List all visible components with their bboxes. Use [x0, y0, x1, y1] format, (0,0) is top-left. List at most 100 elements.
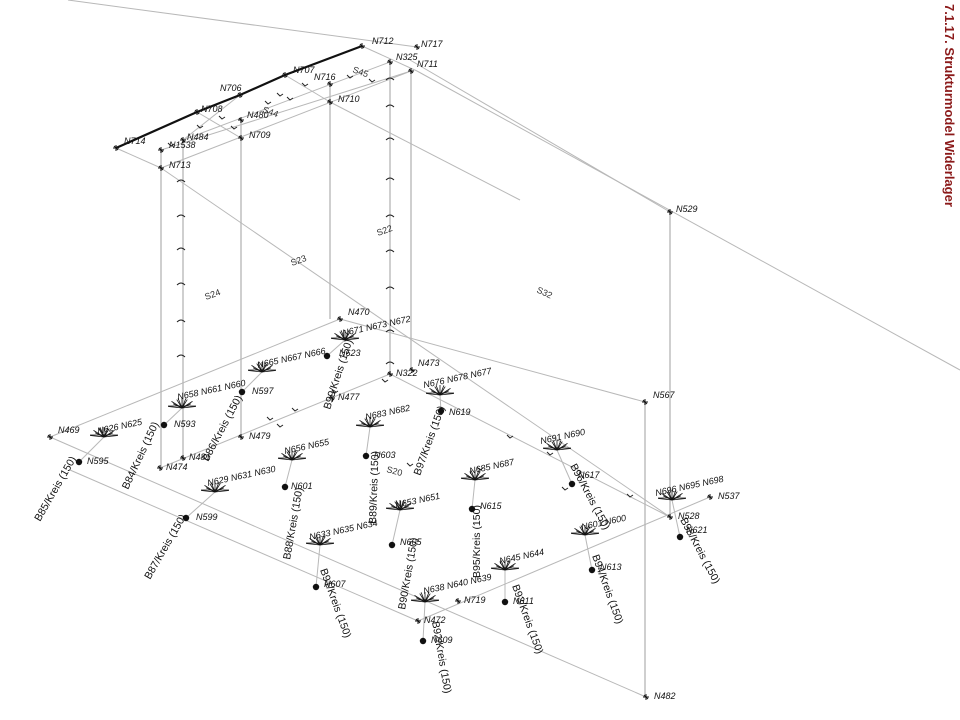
surface-label: S23: [289, 253, 307, 268]
wireframe-lines: [49, 0, 960, 698]
node-marker: [414, 44, 420, 50]
node-label: N719: [464, 595, 486, 605]
cluster-stroke: [339, 331, 346, 341]
pile-shaft-line: [471, 479, 476, 510]
pile-head-cluster: [278, 450, 306, 461]
cluster-stroke: [579, 526, 586, 536]
cluster-label: N653 N651: [394, 491, 441, 510]
node-label: N605: [400, 537, 423, 547]
frame-line: [339, 318, 646, 403]
cluster-stroke: [424, 595, 436, 603]
cluster-stroke: [209, 483, 216, 493]
node-tick: [158, 165, 164, 171]
cluster-stroke: [411, 600, 426, 603]
node-label: N473: [418, 358, 440, 368]
cluster-stroke: [474, 473, 486, 481]
check-tick-icon: [167, 142, 175, 147]
frame-line: [284, 74, 331, 103]
pile-label: B97/Kreis (150): [412, 404, 448, 477]
node-tick: [47, 434, 53, 440]
pile-shaft-line: [315, 544, 321, 588]
cluster-stroke: [419, 593, 426, 603]
node-tick: [329, 395, 335, 401]
node-label: N615: [480, 501, 503, 511]
cluster-stroke: [261, 365, 273, 373]
node-tick: [359, 43, 365, 49]
support-arc-icon: [385, 361, 395, 365]
cluster-stroke: [461, 478, 476, 481]
node-label: N609: [431, 635, 453, 645]
cluster-stroke: [556, 448, 571, 451]
node-tick: [282, 72, 288, 78]
node-label: N484: [187, 132, 209, 142]
node-label: N710: [338, 94, 360, 104]
cluster-stroke: [103, 435, 118, 438]
node-tick: [667, 514, 673, 520]
cluster-stroke: [201, 490, 216, 493]
support-arc-icon: [176, 319, 186, 323]
node-marker: [337, 316, 343, 322]
pile-shaft-line: [422, 601, 426, 642]
cluster-stroke: [291, 458, 306, 461]
cluster-label: N626 N625: [96, 417, 144, 436]
support-arc-icon: [385, 104, 395, 108]
node-tick: [363, 453, 369, 459]
node-label: N621: [686, 525, 708, 535]
node-marker: [420, 638, 426, 644]
frame-line: [160, 70, 412, 169]
pile-head-clusters: [90, 330, 686, 603]
node-tick: [183, 515, 189, 521]
node-label: N322: [396, 368, 418, 378]
cluster-stroke: [369, 420, 381, 428]
node-marker: [387, 371, 393, 377]
pile-head-cluster: [356, 417, 384, 428]
node-marker: [180, 455, 186, 461]
cluster-stroke: [319, 543, 334, 546]
pile-shaft-line: [365, 426, 371, 457]
cluster-stroke: [434, 386, 441, 396]
cluster-stroke: [584, 533, 599, 536]
frame-line: [49, 436, 647, 698]
node-tick: [76, 459, 82, 465]
surface-label: S20: [385, 464, 403, 478]
node-tick: [677, 534, 683, 540]
frame-line: [416, 70, 960, 371]
node-label: N470: [348, 307, 370, 317]
support-arc-icon: [176, 179, 186, 183]
cluster-stroke: [364, 418, 371, 428]
support-arc-icon: [176, 214, 186, 218]
frame-line: [361, 45, 418, 72]
cluster-stroke: [168, 406, 183, 409]
node-tick: [113, 145, 119, 151]
pile-head-cluster: [331, 330, 359, 341]
node-tick: [642, 399, 648, 405]
cluster-stroke: [214, 485, 226, 493]
node-label: N537: [718, 491, 741, 501]
node-tick: [387, 371, 393, 377]
node-marker: [237, 92, 243, 98]
node-tick: [438, 408, 444, 414]
node-marker: [47, 434, 53, 440]
node-tick: [313, 584, 319, 590]
node-tick: [414, 44, 420, 50]
node-label: N1538: [169, 140, 196, 150]
cluster-stroke: [261, 370, 276, 373]
node-marker: [238, 434, 244, 440]
node-label: N595: [87, 456, 110, 466]
node-marker: [238, 117, 244, 123]
node-label: N325: [396, 52, 419, 62]
cluster-stroke: [571, 533, 586, 536]
support-arc-icon: [176, 247, 186, 251]
check-tick-icon: [276, 423, 284, 428]
cluster-label: N696 N695 N698: [654, 474, 724, 498]
cluster-stroke: [344, 333, 356, 341]
cluster-label: N671 N673 N672: [341, 314, 411, 338]
surface-label: S32: [535, 285, 554, 301]
pile-head-cluster: [461, 470, 489, 481]
cluster-stroke: [256, 363, 263, 373]
pile-shaft-line: [391, 509, 401, 546]
cluster-stroke: [543, 448, 558, 451]
cluster-label: N685 N687: [468, 457, 516, 476]
cluster-stroke: [356, 425, 371, 428]
